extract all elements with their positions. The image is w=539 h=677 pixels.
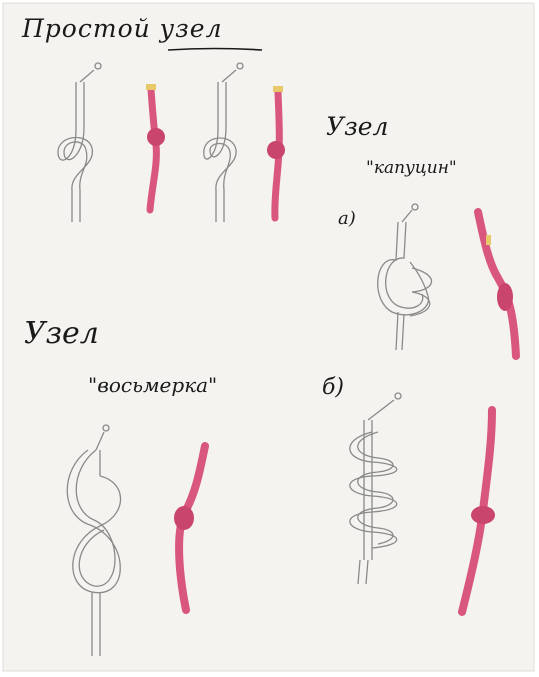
variant-b-label: б): [322, 375, 344, 400]
figure-eight-title-line2: "восьмерка": [88, 373, 217, 397]
variant-a-label: а): [338, 208, 356, 229]
figure-eight-title-line1: Узел: [24, 316, 99, 351]
capuchin-knot-title-line2: "капуцин": [366, 158, 457, 178]
simple-knot-title: Простой узел: [22, 14, 223, 43]
capuchin-knot-title-line1: Узел: [326, 112, 388, 141]
